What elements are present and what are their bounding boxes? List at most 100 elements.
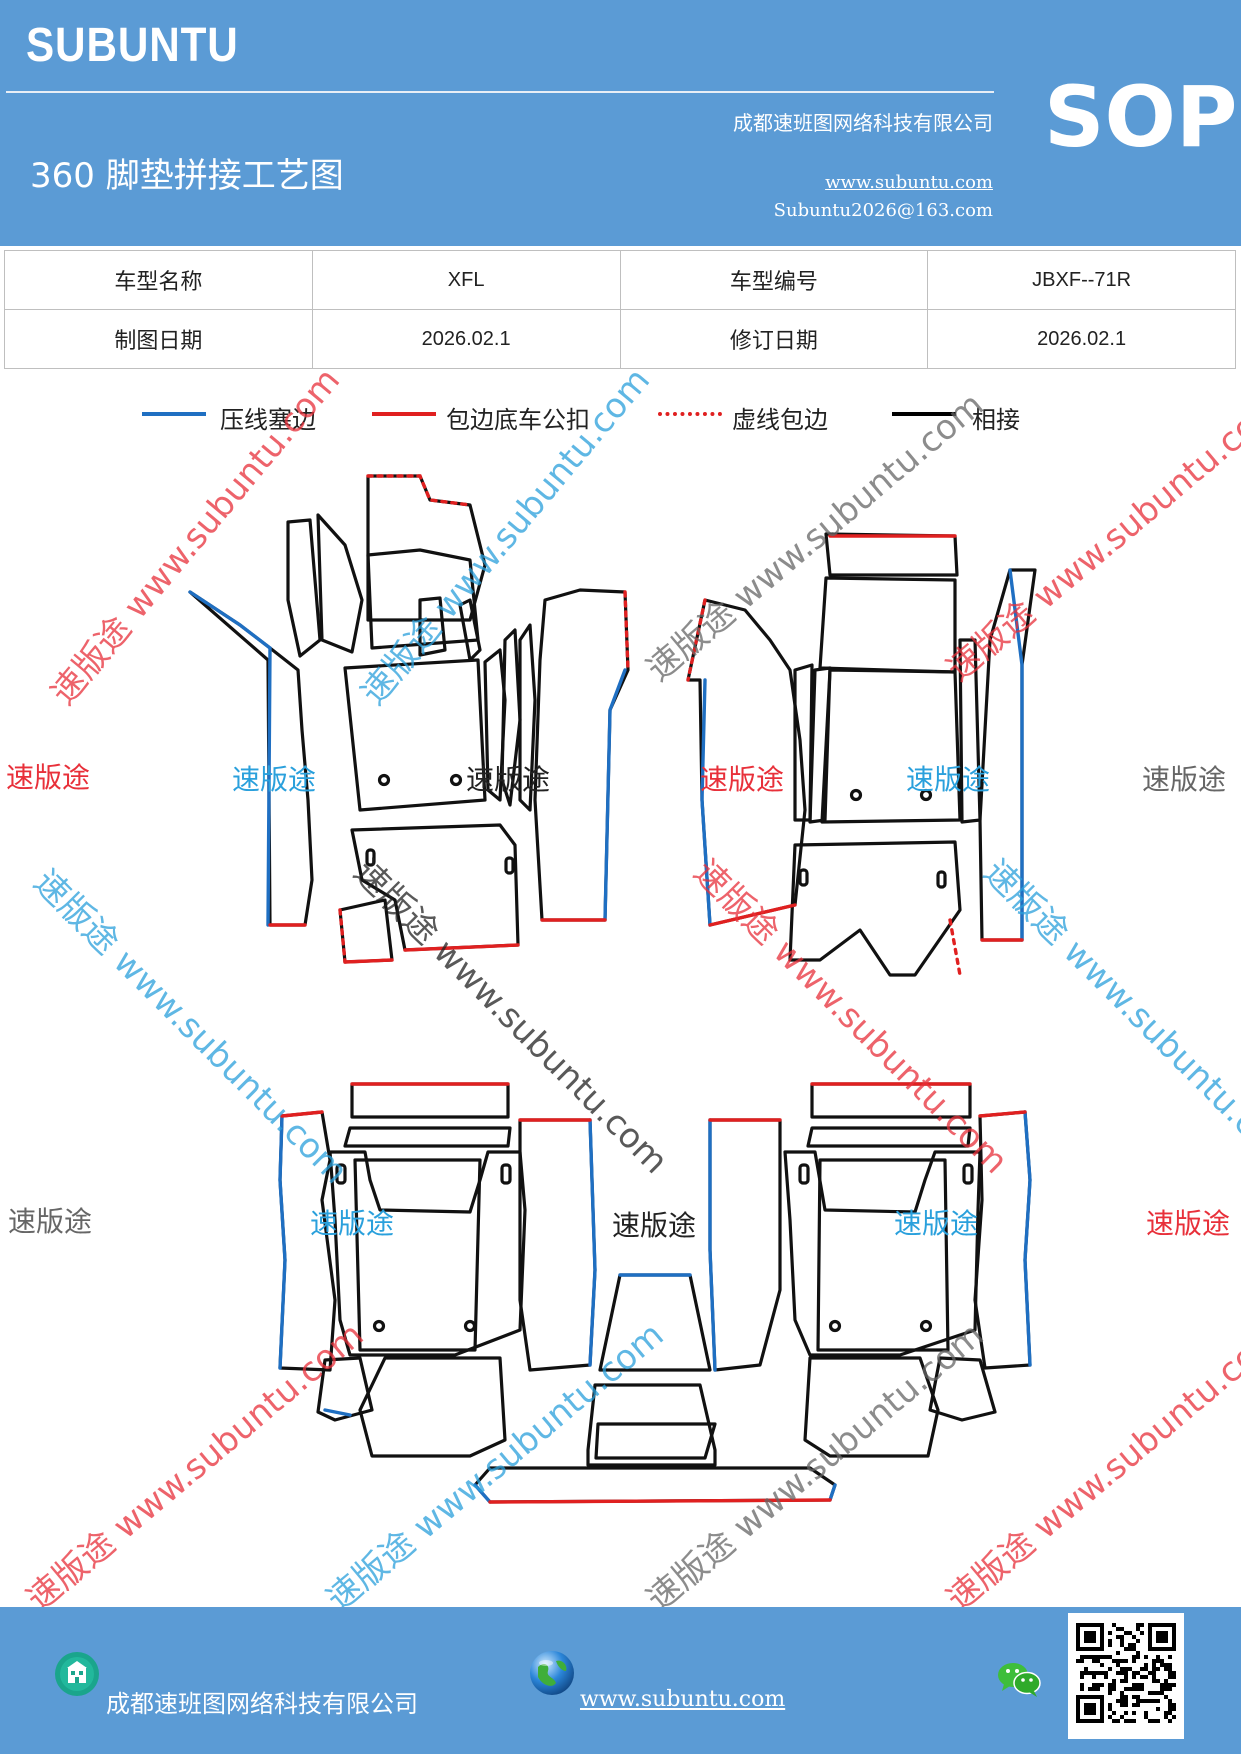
mat-piece — [818, 576, 957, 674]
mat-piece — [533, 588, 630, 922]
clip-slot — [500, 1163, 512, 1185]
mat-piece — [316, 513, 364, 654]
legend-label-pressed-edge: 压线塞边 — [220, 406, 316, 434]
mat-piece — [353, 1158, 482, 1352]
anchor-hole — [919, 788, 933, 802]
qr-code-icon[interactable] — [1068, 1613, 1184, 1739]
table-row: 制图日期 2026.02.1 修订日期 2026.02.1 — [4, 309, 1236, 369]
legend-label-wrapped-edge: 包边底车公扣 — [446, 406, 590, 434]
dotted-edge — [623, 590, 630, 672]
mat-piece — [686, 598, 807, 927]
anchor-hole — [463, 1319, 477, 1333]
pressed-edge — [323, 1408, 352, 1417]
pressed-edge — [588, 1118, 597, 1367]
label-drawing-date: 制图日期 — [4, 309, 313, 369]
value-vehicle-name: XFL — [311, 250, 621, 310]
mat-piece — [708, 1118, 782, 1372]
mat-piece — [338, 898, 394, 964]
mat-piece — [586, 1383, 717, 1467]
wrapped-edge — [978, 1110, 1027, 1118]
mat-piece — [816, 1158, 950, 1352]
header-website-link[interactable]: www.subuntu.com — [825, 172, 993, 193]
pressed-edge — [473, 1483, 492, 1504]
mat-piece — [518, 623, 537, 812]
mat-piece — [928, 1356, 997, 1422]
clip-slot — [798, 868, 809, 887]
clip-slot — [335, 1163, 347, 1185]
mat-piece — [788, 840, 962, 977]
mat-piece — [350, 823, 520, 952]
header-company-name: 成都速班图网络科技有限公司 — [733, 111, 993, 135]
mat-piece — [418, 596, 447, 657]
wrapped-edge — [708, 903, 797, 927]
mat-piece — [358, 1356, 507, 1458]
mat-piece — [316, 1356, 374, 1422]
front-right-mat-group — [686, 532, 1037, 977]
rear-mat-group — [278, 1082, 1032, 1504]
anchor-hole — [919, 1319, 933, 1333]
brand-logo: SUBUNTU — [26, 19, 239, 72]
clip-slot — [936, 870, 947, 889]
wrapped-edge — [488, 1498, 832, 1504]
pressed-edge — [603, 668, 627, 922]
dotted-edge — [948, 918, 962, 977]
header-email[interactable]: Subuntu2026@163.com — [773, 200, 993, 221]
anchor-hole — [828, 1319, 842, 1333]
footer-company-name: 成都速班图网络科技有限公司 — [106, 1690, 418, 1718]
mat-piece — [810, 1082, 972, 1119]
pressed-edge — [188, 590, 272, 927]
clip-slot — [798, 1163, 810, 1185]
legend: 压线塞边 包边底车公扣 虚线包边 相接 — [0, 400, 1241, 440]
front-left-mat-group — [188, 474, 630, 964]
table-row: 车型名称 XFL 车型编号 JBXF--71R — [4, 250, 1236, 310]
mat-piece — [594, 1422, 717, 1460]
mat-piece — [366, 548, 480, 650]
mat-piece — [973, 1110, 1032, 1370]
label-vehicle-name: 车型名称 — [4, 250, 313, 310]
mat-piece — [824, 532, 959, 577]
value-drawing-date: 2026.02.1 — [311, 309, 621, 369]
pressed-edge — [708, 1118, 717, 1372]
mat-piece — [518, 1118, 597, 1372]
mat-piece — [286, 518, 322, 658]
floor-mat-diagram — [188, 474, 1037, 1504]
legend-swatch-pressed-edge — [142, 412, 206, 416]
dotted-edge — [338, 908, 347, 964]
mat-piece — [958, 638, 982, 824]
mat-piece — [343, 1126, 512, 1148]
globe-icon — [530, 1651, 574, 1695]
mat-piece — [458, 598, 482, 662]
mat-piece — [278, 1110, 337, 1372]
legend-label-dotted-edge: 虚线包边 — [732, 406, 828, 434]
anchor-hole — [849, 788, 863, 802]
footer-website-link[interactable]: www.subuntu.com — [580, 1687, 786, 1712]
wrapped-edge — [343, 958, 394, 964]
legend-swatch-wrapped-edge — [372, 412, 436, 416]
pressed-edge — [700, 678, 712, 927]
sop-badge: SOP — [1044, 68, 1238, 166]
legend-swatch-joined — [892, 412, 956, 416]
vehicle-info-table: 车型名称 XFL 车型编号 JBXF--71R 制图日期 2026.02.1 修… — [4, 250, 1236, 369]
building-icon — [55, 1652, 99, 1696]
mat-piece — [598, 1273, 712, 1372]
mat-piece — [350, 1082, 510, 1119]
clip-slot — [365, 848, 376, 867]
wrapped-edge — [403, 943, 520, 952]
mat-piece — [343, 658, 487, 812]
mat-piece — [808, 666, 832, 824]
legend-label-joined: 相接 — [972, 406, 1020, 434]
mat-piece — [978, 568, 1037, 942]
pressed-edge — [278, 1114, 287, 1370]
header-divider — [6, 91, 994, 93]
label-vehicle-code: 车型编号 — [619, 250, 929, 310]
dotted-edge — [686, 598, 707, 682]
legend-swatch-dotted-edge — [658, 412, 722, 416]
mat-piece — [803, 1356, 940, 1458]
page-header: SUBUNTU 360 脚垫拼接工艺图 成都速班图网络科技有限公司 www.su… — [0, 0, 1241, 246]
anchor-hole — [372, 1319, 386, 1333]
mat-piece — [820, 668, 962, 824]
mat-piece — [783, 1150, 982, 1357]
anchor-hole — [377, 773, 391, 787]
mat-piece — [806, 1126, 972, 1148]
label-revision-date: 修订日期 — [619, 309, 929, 369]
